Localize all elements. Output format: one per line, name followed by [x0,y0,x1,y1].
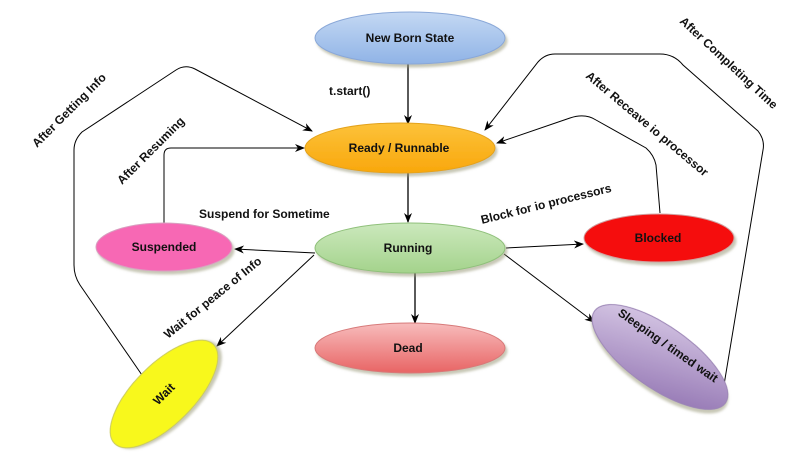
edge-label-start: t.start() [329,84,370,98]
edge-label-got-info: After Getting Info [29,70,109,150]
node-wait: Wait [109,339,219,449]
edge-sleep [503,253,595,323]
edge-label-resume: After Resuming [114,114,187,187]
edge-resume [163,144,305,223]
edge-got-info [73,66,313,379]
node-new-born-label: New Born State [366,31,455,45]
node-sleeping: Sleeping / timed wait [591,304,729,410]
node-new-born: New Born State [314,11,506,65]
node-running-label: Running [384,241,433,255]
edge-block [505,240,584,249]
node-suspended: Suspended [95,222,233,272]
edge-io-done [496,115,661,214]
edge-label-suspend: Suspend for Sometime [199,207,330,221]
node-ready-label: Ready / Runnable [349,141,450,155]
edge-suspend [234,245,316,254]
node-blocked: Blocked [583,213,735,263]
node-running: Running [314,222,506,274]
node-dead: Dead [314,322,506,374]
node-suspended-label: Suspended [132,240,197,254]
edge-label-block: Block for io processors [479,181,613,227]
node-ready: Ready / Runnable [304,122,496,174]
edge-time-done [484,53,764,386]
node-dead-label: Dead [393,341,422,355]
edge-label-time-done: After Completing Time [677,14,781,112]
node-blocked-label: Blocked [635,231,682,245]
edge-wait [216,254,315,347]
